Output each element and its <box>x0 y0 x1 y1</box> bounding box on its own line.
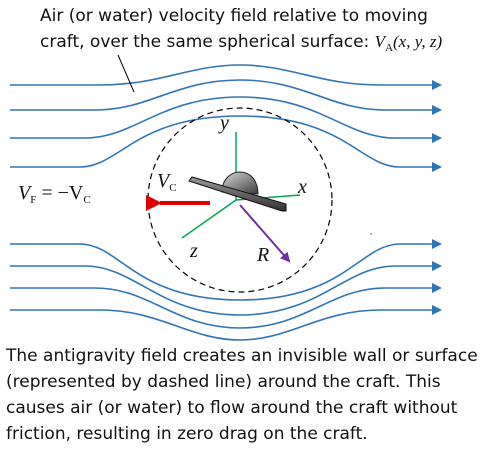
bottom-caption-line-4: friction, resulting in zero drag on the … <box>6 424 368 444</box>
axis-x-label: x <box>298 176 307 198</box>
va-symbol: V <box>374 32 386 51</box>
streamline <box>10 261 442 316</box>
vf-equals: = −V <box>36 182 84 204</box>
craft-disc <box>188 176 287 212</box>
radius-label: R <box>257 244 270 266</box>
bottom-caption-line-3: causes air (or water) to flow around the… <box>6 398 458 418</box>
top-caption-line-2: craft, over the same spherical surface: … <box>40 32 443 54</box>
bottom-caption-line-2: (represented by dashed line) around the … <box>6 372 441 392</box>
dashed-sphere-boundary <box>147 107 333 293</box>
vf-subscript: F <box>30 194 37 206</box>
streamline <box>10 64 442 90</box>
bottom-caption-line-1: The antigravity field creates an invisib… <box>6 346 478 366</box>
streamline <box>10 239 442 301</box>
vc-label: VC <box>157 170 177 194</box>
z-axis-line <box>181 199 237 239</box>
streamline <box>10 96 442 143</box>
axis-z-label: z <box>190 240 198 262</box>
vc-subscript-inline: C <box>83 194 91 206</box>
streamline <box>10 305 442 341</box>
streamlines <box>10 64 442 341</box>
streamline <box>10 115 442 172</box>
craft <box>188 171 287 212</box>
vf-label: VF = −VC <box>18 182 91 206</box>
vc-symbol: V <box>157 170 170 192</box>
va-subscript: A <box>385 42 394 54</box>
va-args: (x, y, z) <box>393 32 443 51</box>
caption-pointer-line <box>117 54 135 93</box>
streamline <box>10 283 442 329</box>
top-caption-text: craft, over the same spherical surface: <box>40 32 375 52</box>
vf-symbol: V <box>18 182 31 204</box>
small-mark <box>370 233 372 235</box>
top-caption-line-1: Air (or water) velocity field relative t… <box>40 6 428 26</box>
radius-arrow <box>239 204 291 263</box>
vc-subscript: C <box>169 182 177 194</box>
axis-y-label: y <box>220 112 229 134</box>
streamline <box>10 79 442 115</box>
